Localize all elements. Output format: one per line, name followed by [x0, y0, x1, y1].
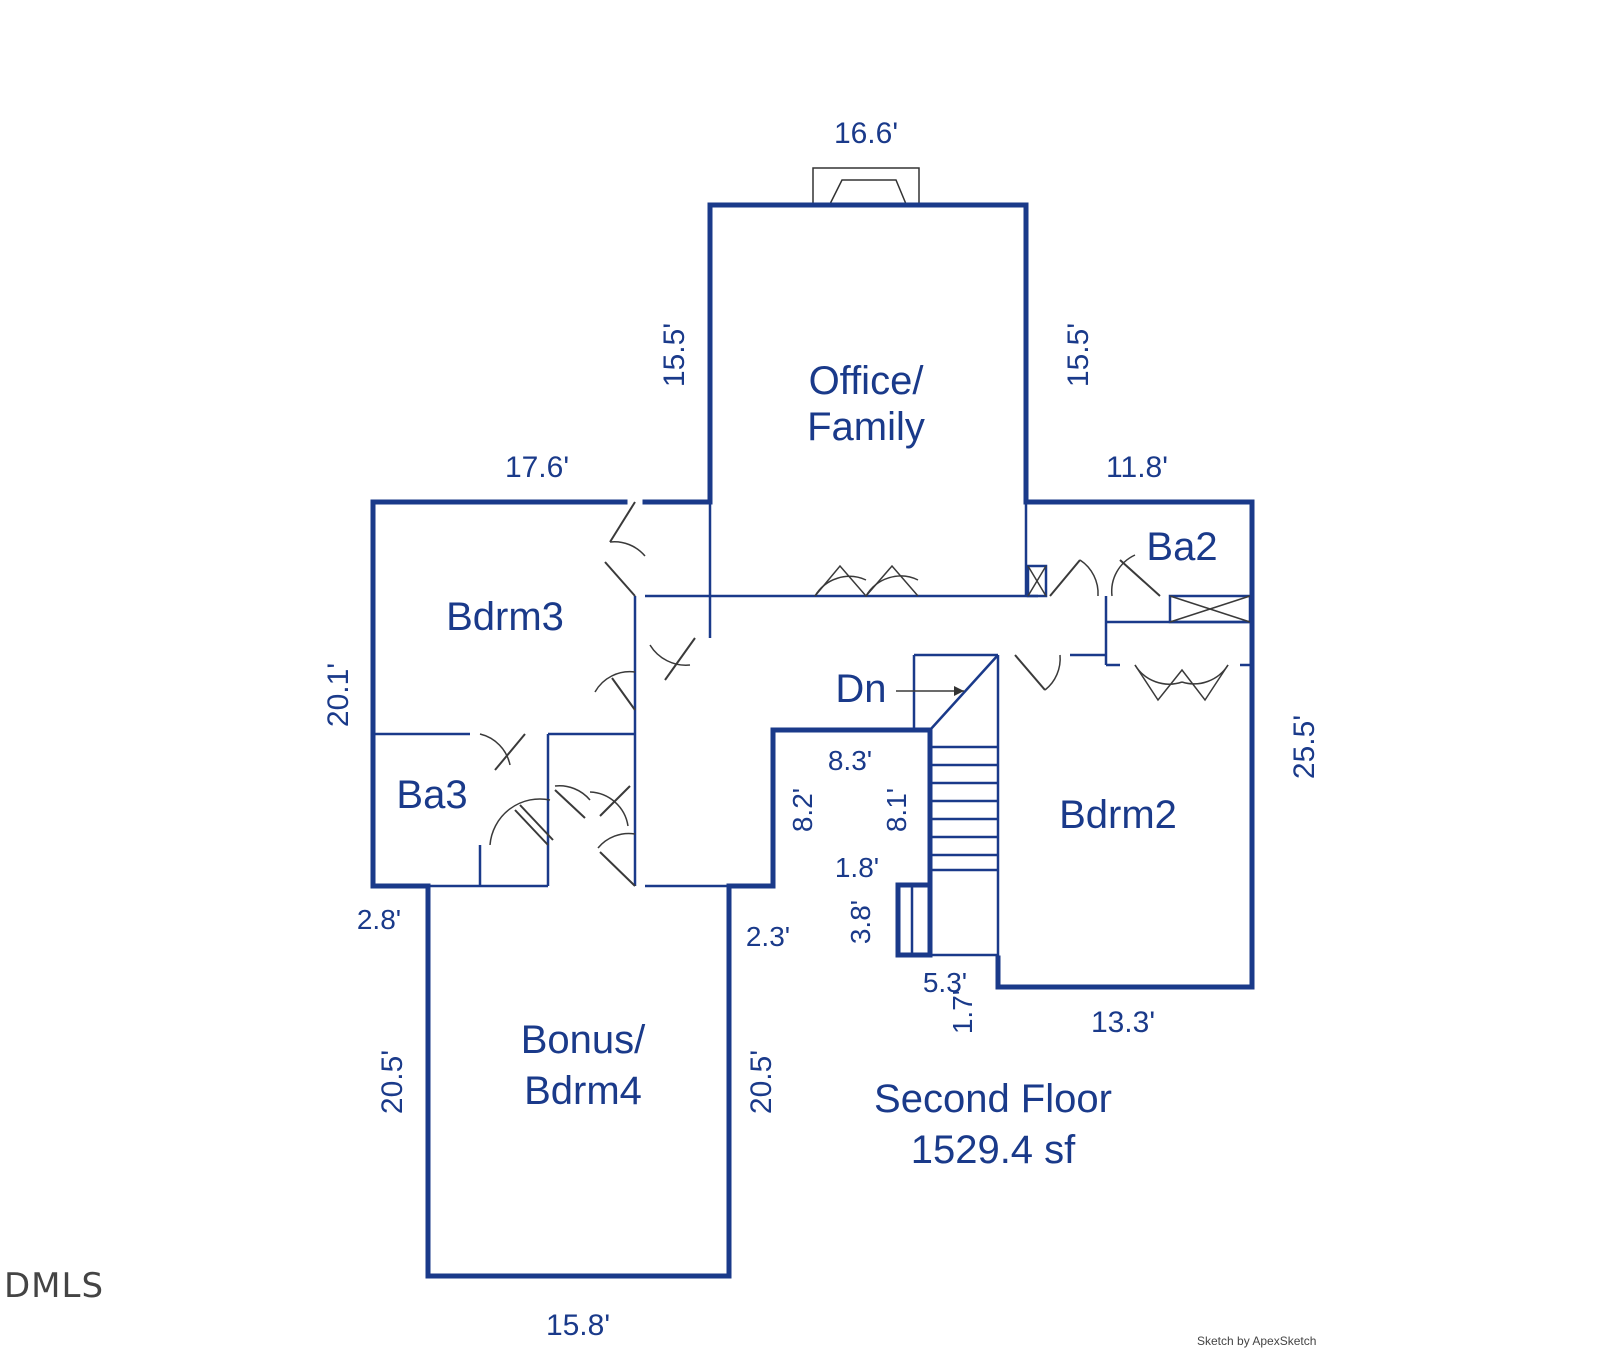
floor-area: 1529.4 sf: [911, 1128, 1076, 1172]
dim-bdrm2-bottom: 13.3': [1091, 1006, 1155, 1039]
dim-office-top: 16.6': [834, 117, 898, 150]
doors: [479, 501, 1229, 887]
sketch-credit: Sketch by ApexSketch: [1197, 1334, 1317, 1348]
room-label-bdrm2: Bdrm2: [1059, 793, 1177, 837]
stairs-label-dn: Dn: [835, 667, 886, 711]
dim-landing-top: 1.8': [835, 852, 879, 883]
dim-stair-side: 8.1': [881, 788, 912, 832]
exterior-wall-landing: [895, 882, 933, 958]
exterior-wall-bonus: [425, 727, 933, 1279]
dim-office-left: 15.5': [658, 323, 691, 387]
vent-box: [1026, 564, 1048, 598]
watermark-logo: DMLS: [4, 1266, 105, 1306]
room-label-family: Family: [807, 405, 925, 449]
room-label-bdrm4: Bdrm4: [524, 1069, 642, 1113]
room-label-ba3: Ba3: [396, 773, 467, 817]
room-label-bdrm3: Bdrm3: [446, 595, 564, 639]
fireplace-icon: [812, 167, 920, 205]
dim-bonus-right: 20.5': [745, 1050, 778, 1114]
dim-landing-side: 3.8': [845, 900, 876, 944]
dim-hall-left: 8.2': [787, 788, 818, 832]
dim-stair-notch: 1.7': [947, 990, 978, 1034]
room-label-office: Office/: [809, 359, 925, 403]
dim-left-wall: 20.1': [322, 663, 355, 727]
dim-landing-bottom: 5.3': [923, 967, 967, 998]
dim-ba3-jog: 2.8': [357, 904, 401, 935]
floor-title: Second Floor: [874, 1077, 1112, 1121]
interior-walls: [373, 502, 1252, 987]
linen-closet: [1168, 594, 1252, 624]
dim-bonus-bottom: 15.8': [546, 1309, 610, 1342]
dim-bonus-jog: 2.3': [746, 921, 790, 952]
room-label-ba2: Ba2: [1146, 525, 1217, 569]
exterior-wall-bdrm3-top: [370, 499, 628, 889]
dim-hall-top: 8.3': [828, 745, 872, 776]
dim-bdrm3-top: 17.6': [505, 451, 569, 484]
dim-right-wall: 25.5': [1288, 715, 1321, 779]
room-label-bonus: Bonus/: [521, 1018, 646, 1062]
staircase: [896, 653, 999, 957]
dim-office-right: 15.5': [1062, 323, 1095, 387]
dim-bonus-left: 20.5': [376, 1050, 409, 1114]
dim-ba2-top: 11.8': [1106, 451, 1168, 484]
